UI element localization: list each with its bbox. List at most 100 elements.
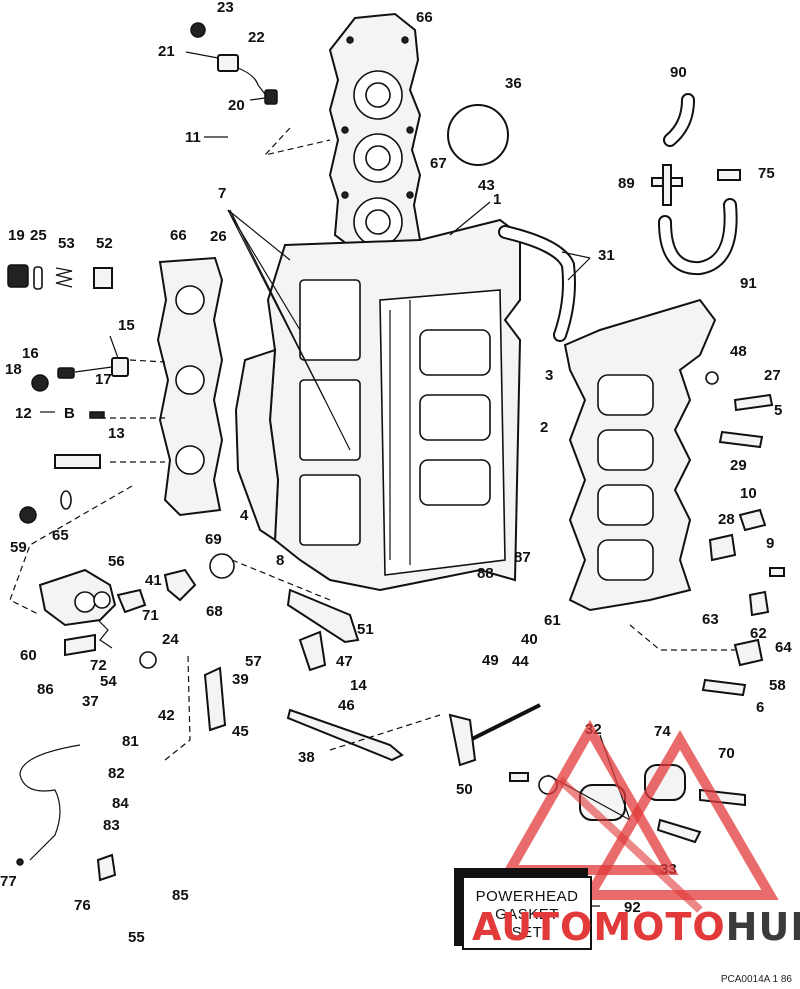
callout-23: 23	[217, 0, 234, 16]
callout-27: 27	[764, 367, 781, 384]
box-label: POWERHEAD GASKET SET	[464, 888, 590, 942]
callout-31: 31	[598, 247, 615, 264]
reference-lines	[9, 127, 735, 761]
callout-28: 28	[718, 511, 735, 528]
throttle-linkage	[139, 553, 404, 762]
callout-76: 76	[74, 897, 91, 914]
powerhead-gasket-set-box: POWERHEAD GASKET SET	[454, 868, 602, 950]
sensor-harness	[190, 22, 278, 105]
callout-11: 11	[185, 129, 201, 146]
callout-5: 5	[774, 402, 782, 419]
callout-52: 52	[96, 235, 113, 252]
callout-57: 57	[245, 653, 262, 670]
callout-14: 14	[350, 677, 367, 694]
callout-40: 40	[521, 631, 538, 648]
box-front: POWERHEAD GASKET SET	[462, 876, 592, 950]
thermostat-housing	[38, 568, 147, 657]
exhaust-manifold	[563, 298, 717, 612]
callout-numbers: 1234567891011121314151617181920212223242…	[0, 0, 792, 946]
callout-6: 6	[756, 699, 764, 716]
callout-50: 50	[456, 781, 473, 798]
callout-2: 2	[540, 419, 548, 436]
callout-83: 83	[103, 817, 120, 834]
callout-37: 37	[82, 693, 99, 710]
callout-22: 22	[248, 29, 265, 46]
callout-66: 66	[416, 9, 433, 26]
callout-85: 85	[172, 887, 189, 904]
callout-88: 88	[477, 565, 494, 582]
callout-3: 3	[545, 367, 553, 384]
callout-91: 91	[740, 275, 757, 292]
callout-21: 21	[158, 43, 175, 60]
automotohub-logo-icon	[501, 720, 779, 913]
watermark-moto: MOTO	[593, 905, 726, 949]
callout-72: 72	[90, 657, 107, 674]
callout-87: 87	[514, 549, 531, 566]
callout-48: 48	[730, 343, 747, 360]
callout-45: 45	[232, 723, 249, 740]
callout-8: 8	[276, 552, 284, 569]
callout-36: 36	[505, 75, 522, 92]
callout-26: 26	[210, 228, 227, 245]
label-b: B	[64, 405, 75, 422]
box-label-line-3: SET	[511, 924, 543, 941]
callout-18: 18	[5, 361, 22, 378]
callout-44: 44	[512, 653, 529, 670]
callout-42: 42	[158, 707, 175, 724]
callout-60: 60	[20, 647, 37, 664]
callout-62: 62	[750, 625, 767, 642]
box-side-edge	[454, 868, 464, 946]
box-label-line-2: GASKET	[495, 906, 559, 923]
cylinder-head-gasket-plate	[328, 12, 422, 251]
callout-70: 70	[718, 745, 735, 762]
callout-39: 39	[232, 671, 249, 688]
callout-41: 41	[145, 572, 162, 589]
callout-81: 81	[122, 733, 139, 750]
callout-49: 49	[482, 652, 499, 669]
leader-lines	[40, 51, 631, 907]
callout-86: 86	[37, 681, 54, 698]
box-top-edge	[454, 868, 588, 878]
watermark-text: AUTOMOTOHUB	[472, 905, 800, 949]
callout-64: 64	[775, 639, 792, 656]
callout-54: 54	[100, 673, 117, 690]
callout-66-left: 66	[170, 227, 187, 244]
callout-53: 53	[58, 235, 75, 252]
callout-77: 77	[0, 873, 17, 890]
callout-24: 24	[162, 631, 179, 648]
callout-90: 90	[670, 64, 687, 81]
watermark-hub: HUB	[725, 905, 800, 949]
callout-58: 58	[769, 677, 786, 694]
callout-38: 38	[298, 749, 315, 766]
callout-75: 75	[758, 165, 775, 182]
callout-15: 15	[118, 317, 135, 334]
callout-51: 51	[357, 621, 374, 638]
callout-84: 84	[112, 795, 129, 812]
callout-4: 4	[240, 507, 249, 524]
right-bolts	[701, 371, 785, 697]
box-label-line-1: POWERHEAD	[475, 888, 579, 905]
callout-16: 16	[22, 345, 39, 362]
callout-47: 47	[336, 653, 353, 670]
bypass-hose	[498, 225, 576, 342]
water-hose-set	[651, 93, 741, 276]
callout-61: 61	[544, 612, 561, 629]
callout-89: 89	[618, 175, 635, 192]
callout-59: 59	[10, 539, 27, 556]
callout-10: 10	[740, 485, 757, 502]
watermark-auto: AUTO	[472, 905, 594, 949]
crankcase-block	[234, 218, 522, 592]
exhaust-cover-plate	[156, 256, 224, 517]
callout-19: 19	[8, 227, 25, 244]
left-small-parts	[7, 264, 129, 524]
callout-63: 63	[702, 611, 719, 628]
wire-harness	[16, 744, 117, 882]
callout-20: 20	[228, 97, 245, 114]
callout-92: 92	[624, 899, 641, 916]
callout-7: 7	[218, 185, 226, 202]
callout-67: 67	[430, 155, 447, 172]
callout-1: 1	[493, 191, 501, 208]
callout-43: 43	[478, 177, 495, 194]
callout-25: 25	[30, 227, 47, 244]
callout-82: 82	[108, 765, 125, 782]
